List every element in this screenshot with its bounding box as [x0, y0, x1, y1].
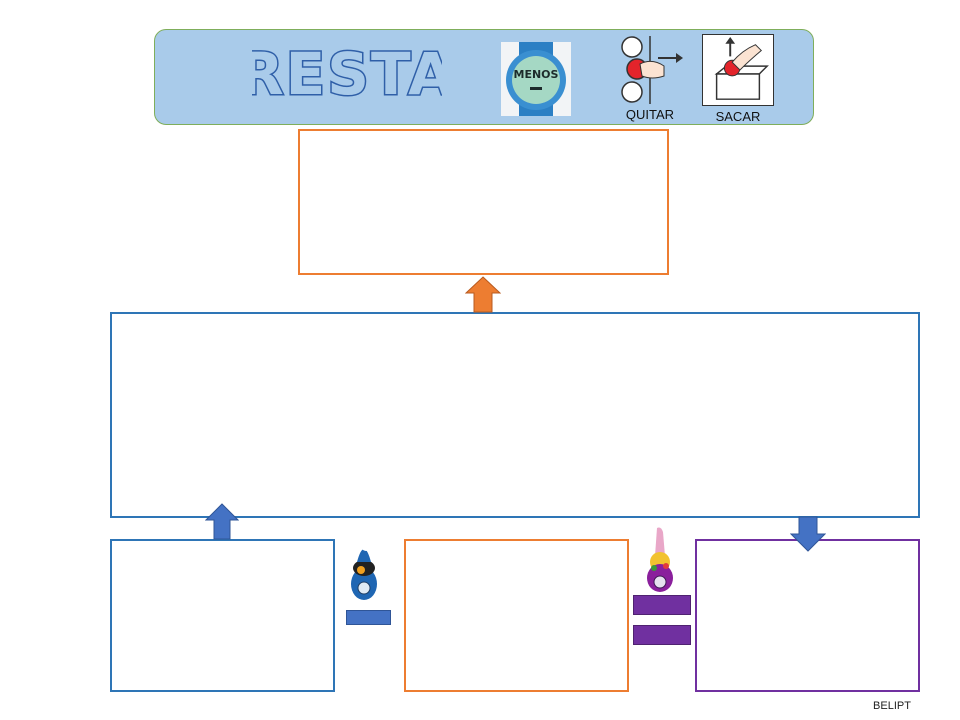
equals-sign-top-bar	[633, 595, 691, 615]
sacar-label: SACAR	[715, 109, 761, 124]
page-title: RESTA	[252, 39, 442, 109]
arrow-up-blue-icon	[205, 503, 239, 540]
menos-text: MENOS	[514, 68, 559, 81]
operation-box	[110, 312, 920, 518]
quitar-label: QUITAR	[625, 107, 675, 122]
quitar-pictogram	[621, 36, 683, 104]
equals-sign-bottom-bar	[633, 625, 691, 645]
sacar-pictogram	[702, 34, 774, 106]
minus-sign	[346, 610, 391, 625]
menos-watch-photo: MENOS	[501, 42, 571, 116]
arrow-up-orange-icon	[465, 276, 501, 313]
purple-figure-icon	[647, 527, 673, 592]
credit-text: BELIPT	[873, 700, 911, 712]
arrow-down-blue-icon	[790, 516, 826, 552]
blue-figure-icon	[351, 541, 377, 600]
result-box	[298, 129, 669, 275]
subtrahend-box	[404, 539, 629, 692]
difference-box	[695, 539, 920, 692]
minuend-box	[110, 539, 335, 692]
page-title-text: RESTA	[252, 40, 442, 108]
